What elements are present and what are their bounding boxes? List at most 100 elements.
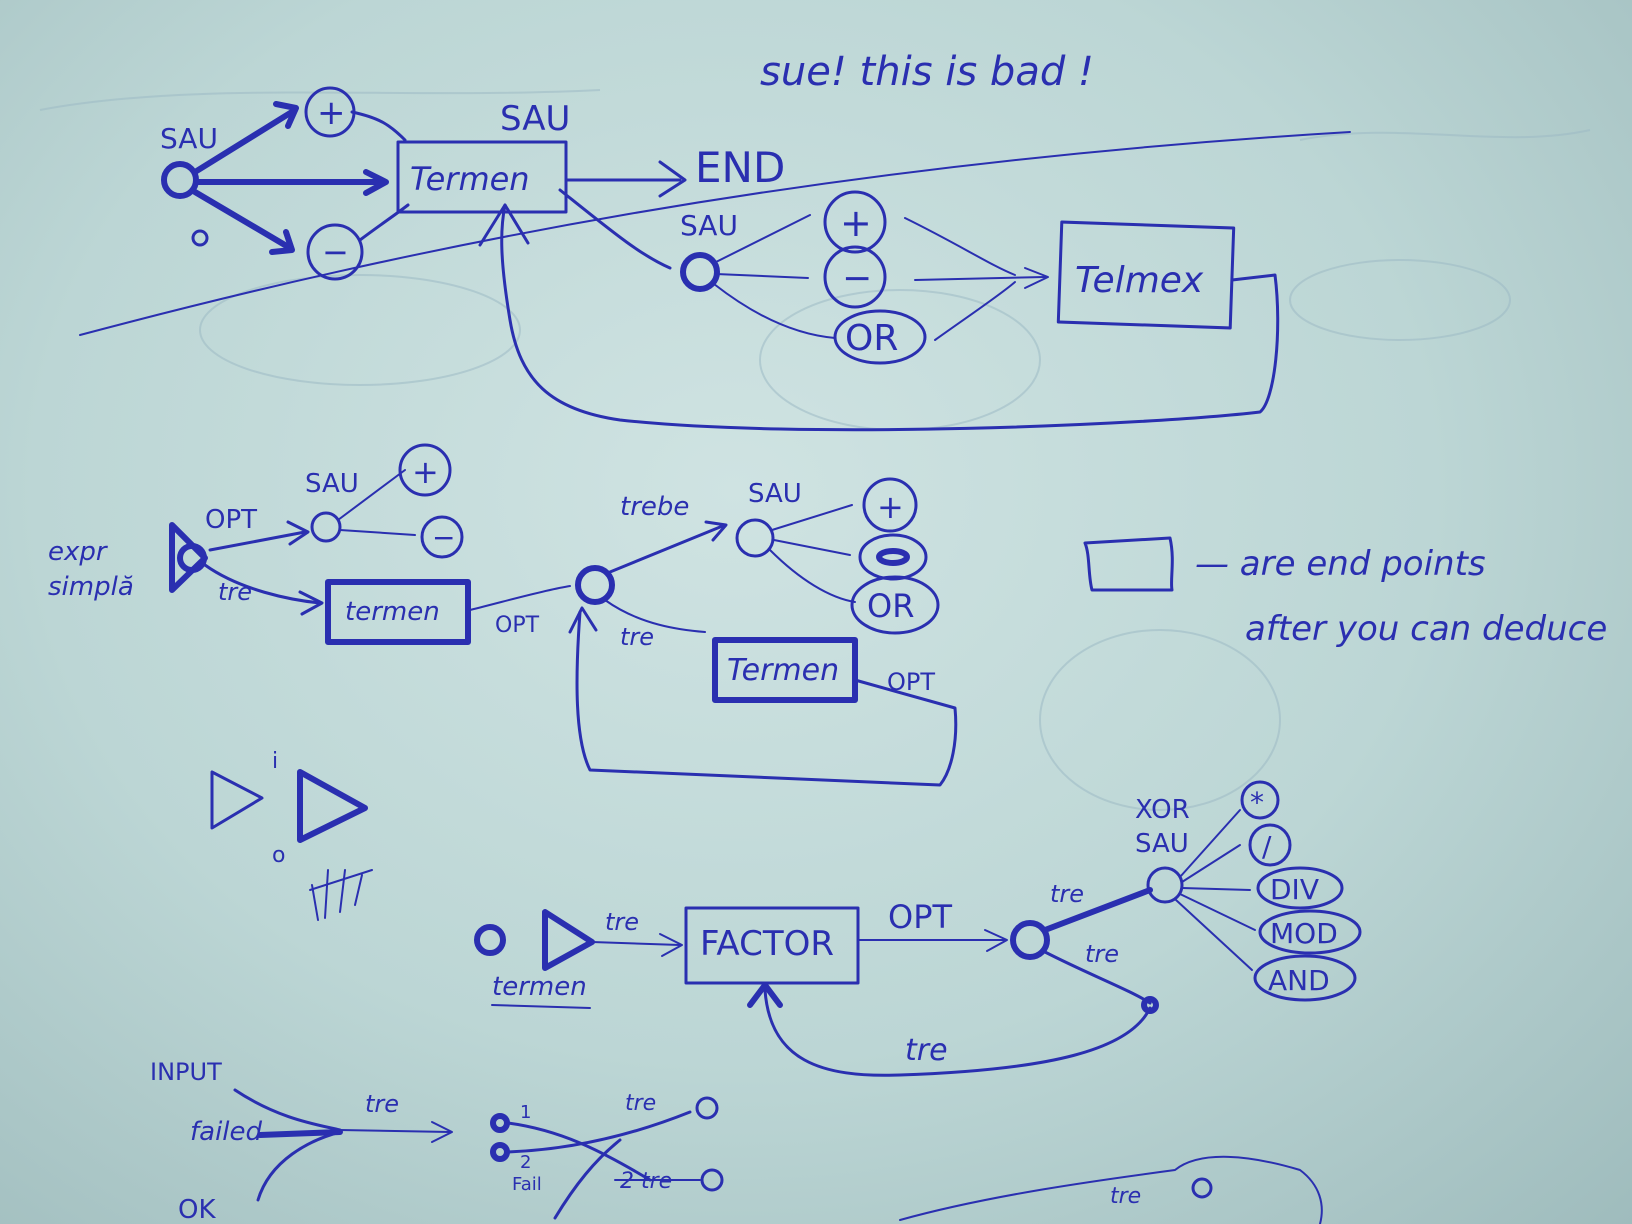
opt-label-4: OPT <box>888 898 952 936</box>
minus-node-4 <box>858 533 928 581</box>
one-label-1: 1 <box>520 1102 531 1123</box>
plus-label-3: + <box>412 453 439 491</box>
minus-node-1 <box>306 223 364 281</box>
arrowhead <box>747 982 783 1008</box>
edge-sau1-plus <box>192 107 298 175</box>
expr-label-2: simplă <box>48 572 134 602</box>
edge-minus-termen <box>358 203 410 242</box>
tre-label-8: tre <box>625 1091 656 1116</box>
legend-box <box>1083 536 1174 592</box>
two-tre-label: 2 tre <box>620 1169 672 1194</box>
termen-label-top: Termen <box>410 160 530 198</box>
div-label: DIV <box>1270 873 1319 906</box>
blot <box>191 229 209 247</box>
and-label: AND <box>1268 964 1330 997</box>
minus-node-3 <box>420 515 464 559</box>
edge-start-sau3 <box>208 530 307 552</box>
tre-label-5: tre <box>1085 940 1119 968</box>
edge-sau5-or <box>769 549 856 603</box>
termen-label-2: Termen <box>727 653 839 688</box>
two-label-1: 2 <box>520 1152 531 1173</box>
sau-label-6: SAU <box>1135 829 1189 859</box>
arrowhead <box>478 203 530 247</box>
edge-sau2-or <box>713 283 836 339</box>
arrowhead <box>273 101 299 129</box>
loop-partial-bottom <box>899 1155 1323 1224</box>
xor-node-1 <box>1010 920 1050 960</box>
loop-mid <box>575 610 958 787</box>
edge-bottom-fail <box>553 1138 622 1220</box>
sau-node-2 <box>680 252 720 292</box>
sau-node-5 <box>735 518 775 558</box>
plus-node-2 <box>823 190 887 254</box>
edge-sau5-minus <box>773 539 851 556</box>
tre-label-7: tre <box>365 1090 399 1118</box>
edge-sau3-minus <box>339 529 416 536</box>
edge-sau4-termen2 <box>604 599 706 633</box>
edge-sau3-plus <box>337 469 406 521</box>
opt-label-2: OPT <box>495 613 540 638</box>
or-node-2 <box>850 575 940 635</box>
edge-xor-div <box>1181 887 1251 891</box>
edge-sau4-sau5 <box>608 523 727 574</box>
arrowhead <box>984 929 1008 952</box>
triangle-filled <box>297 769 368 843</box>
arrowhead <box>704 520 728 542</box>
minus-label-2: − <box>842 258 872 299</box>
edge-failed <box>257 1129 343 1138</box>
edge-node-loopend <box>1043 950 1152 1005</box>
minus-label-3: − <box>432 521 455 554</box>
edge-xor-mod <box>1179 893 1256 931</box>
start-dot-2 <box>474 924 506 956</box>
plus-label-4: + <box>877 488 904 526</box>
bottom-dot-2 <box>490 1142 510 1162</box>
edge-bottom-2 <box>506 1110 692 1154</box>
legend-line-1: — are end points <box>1195 544 1486 584</box>
termen-label-bottom: termen <box>492 972 587 1002</box>
arrowhead <box>658 160 687 198</box>
and-node <box>1253 954 1357 1002</box>
tre-label-2: tre <box>620 623 654 651</box>
edge-sau2-minus <box>715 273 809 279</box>
end-label: END <box>695 143 785 192</box>
arrowhead <box>269 229 295 255</box>
plus-node-3 <box>398 443 452 497</box>
scribble-minus <box>876 548 910 566</box>
edge-minus2-telmex <box>914 276 1046 281</box>
arrowhead <box>431 1121 453 1143</box>
termen-box-top <box>396 140 568 214</box>
or-label-2: OR <box>867 587 914 625</box>
input-label: INPUT <box>150 1058 222 1086</box>
factor-label: FACTOR <box>700 924 834 964</box>
or-node-1 <box>833 309 927 365</box>
fail-label: Fail <box>512 1174 542 1195</box>
start-triangle-2 <box>542 909 595 971</box>
termen-label-mid: termen <box>345 597 440 627</box>
times-node <box>1240 780 1280 820</box>
sau-label-1: SAU <box>160 122 218 155</box>
div-node <box>1256 866 1344 910</box>
zero-node-1 <box>695 1096 719 1120</box>
xor-label: XOR <box>1135 795 1190 825</box>
telmex-box <box>1056 220 1236 330</box>
arrowhead <box>659 933 683 957</box>
minus-label-1: − <box>322 233 349 271</box>
sau-label-2: SAU <box>500 99 570 139</box>
expr-label-1: expr <box>48 537 109 567</box>
edge-start-factor <box>591 941 681 946</box>
slash-node <box>1248 823 1292 867</box>
edge-start-termen <box>203 563 322 605</box>
sau-node-3 <box>310 511 342 543</box>
sau-label-3: SAU <box>680 209 738 242</box>
sau-node-4 <box>575 565 615 605</box>
trebe-label: trebe <box>620 492 689 522</box>
triangle-i-label: i <box>272 749 278 774</box>
edge-ok <box>256 1130 342 1202</box>
edge-merge-out <box>339 1129 451 1133</box>
loop-top <box>500 203 1280 432</box>
start-dot-1 <box>177 543 207 573</box>
tre-label-3: tre <box>605 908 639 936</box>
edge-sau1-minus <box>192 189 293 251</box>
